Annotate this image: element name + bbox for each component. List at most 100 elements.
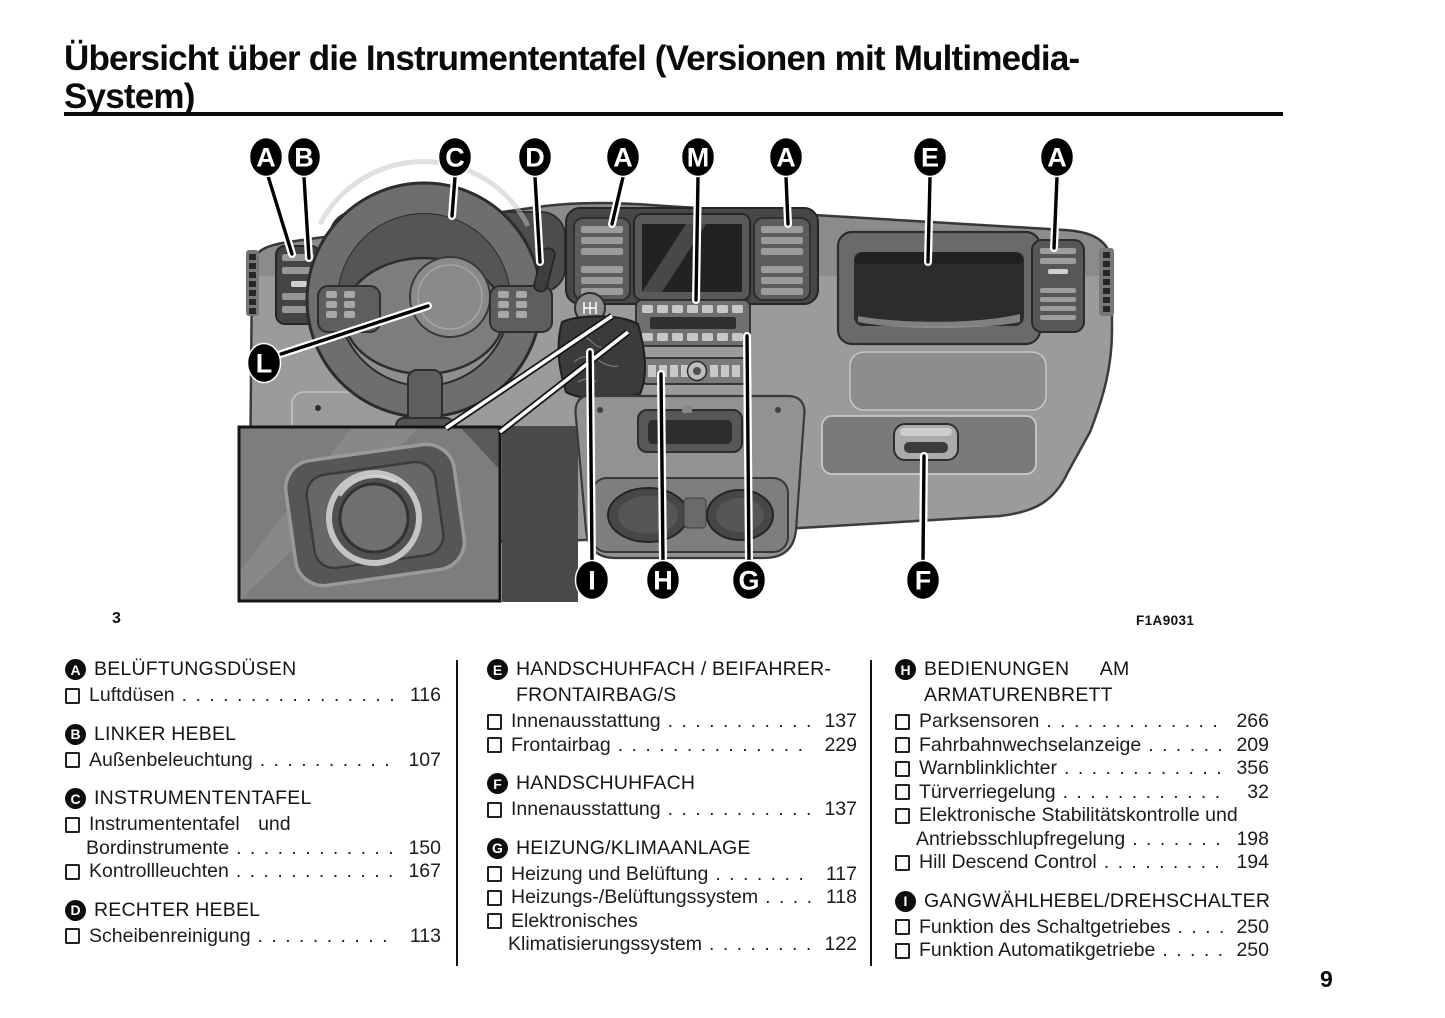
legend-item: Türverriegelung . . . . . . . . . . . . .…: [895, 781, 1269, 805]
item-label-cont: Klimatisierungssystem: [508, 933, 702, 955]
callout-leader: [659, 372, 665, 563]
title-underline: [64, 112, 1283, 116]
callout-letter: H: [653, 566, 673, 596]
callout-leader-lines: [264, 172, 1061, 565]
section-title-cont: ARMATURENBRETT: [924, 684, 1113, 706]
item-page-number: 137: [824, 710, 857, 732]
dot-leader: . . . . . . . . . . . . . . . . . . . . …: [667, 798, 811, 820]
legend-item: Instrumententafel und: [65, 813, 441, 837]
legend-item-continuation: Klimatisierungssystem . . . . . . . . . .…: [487, 933, 857, 957]
item-label: Elektronisches: [511, 909, 638, 932]
legend-item: Innenausstattung . . . . . . . . . . . . …: [487, 798, 857, 822]
callout-F-legend-badge: F: [487, 773, 508, 794]
item-bullet: [65, 687, 80, 704]
item-page-number: 209: [1236, 733, 1269, 756]
item-label: Fahrbahnwechselanzeige: [919, 733, 1142, 756]
dot-leader: . . . . . . . . . . . . . . . . . . . . …: [1148, 733, 1223, 756]
dot-leader: . . . . . . . . . . . . . . . . . . . . …: [765, 886, 811, 908]
left-edge-vent-strip: [246, 250, 259, 316]
item-label: Außenbeleuchtung: [89, 748, 253, 771]
item-page-number: 122: [824, 933, 857, 955]
callout-leader: [745, 334, 751, 563]
callout-H-legend-badge: H: [895, 659, 916, 680]
item-label: Heizungs-/Belüftungssystem: [511, 886, 759, 908]
item-label: Hill Descend Control: [919, 851, 1097, 873]
item-label: Elektronische Stabilitätskontrolle und: [919, 804, 1238, 826]
dashboard-recess: [849, 351, 1047, 411]
section-title: HANDSCHUHFACH: [516, 772, 696, 794]
section-title: GANGWÄHLHEBEL/DREHSCHALTER: [924, 889, 1271, 912]
item-bullet: [65, 816, 80, 833]
dot-leader: . . . . . . . . . . . . . . . . . . . . …: [715, 862, 811, 885]
storage-tray: [836, 230, 1042, 346]
callout-letter: E: [921, 143, 939, 173]
callout-leader: [784, 175, 790, 226]
item-label: Heizung und Belüftung: [511, 862, 709, 885]
section-title-cont: FRONTAIRBAG/S: [516, 684, 677, 706]
climate-control-panel: [635, 299, 751, 347]
callout-B-badge: B: [286, 136, 322, 178]
item-label: Frontairbag: [511, 733, 611, 756]
item-label: Kontrollleuchten: [89, 860, 229, 882]
callout-leader: [533, 175, 542, 264]
item-page-number: 32: [1247, 780, 1269, 803]
callout-leader: [302, 175, 311, 260]
dot-leader: . . . . . . . . . . . . . . . . . . . . …: [235, 860, 395, 882]
item-label: Innenausstattung: [511, 798, 661, 820]
callout-leader: [926, 175, 932, 264]
item-label-cont: Bordinstrumente: [86, 836, 230, 859]
section-title: BELÜFTUNGSDÜSEN: [94, 658, 297, 680]
item-bullet: [487, 713, 502, 730]
item-label: Parksensoren: [919, 710, 1040, 732]
callout-D-legend-badge: D: [65, 899, 86, 921]
legend-item: Außenbeleuchtung. . . . . . . . . . . . …: [65, 749, 441, 773]
right-stalk: [533, 247, 556, 293]
legend-item: Kontrollleuchten . . . . . . . . . . . . …: [65, 860, 441, 884]
callout-B-legend-badge: B: [65, 723, 86, 745]
callout-letter: L: [256, 349, 273, 379]
legend-item: Hill Descend Control. . . . . . . . . . …: [895, 851, 1269, 875]
dot-leader: . . . . . . . . . . . . . . . . . . . . …: [257, 924, 395, 947]
callout-leader: [279, 304, 430, 356]
item-page-number: 116: [409, 684, 441, 706]
item-label: Türverriegelung: [919, 780, 1056, 803]
callout-M-badge: M: [680, 136, 716, 178]
item-bullet: [487, 866, 502, 883]
legend-item: Funktion Automatikgetriebe. . . . . . . …: [895, 939, 1269, 963]
callout-letter: A: [1047, 143, 1067, 173]
dot-leader: . . . . . . . . . . . . . . . . . . . . …: [1046, 710, 1223, 732]
item-bullet: [65, 863, 80, 880]
inset-wedge-lines: [444, 313, 631, 435]
legend-item: Innenausstattung. . . . . . . . . . . . …: [487, 710, 857, 734]
legend-item-continuation: Bordinstrumente. . . . . . . . . . . . .…: [65, 837, 441, 861]
callout-letter: A: [776, 143, 796, 173]
ignition-inset: [237, 425, 502, 603]
item-label: Warnblinklichter: [919, 757, 1057, 779]
callout-E-badge: E: [912, 136, 948, 178]
section-title: HANDSCHUHFACH / BEIFAHRER-: [516, 658, 832, 680]
callout-letter: A: [613, 143, 633, 173]
callout-letter: D: [525, 143, 545, 173]
figure-number: 3: [112, 610, 121, 627]
legend-item: Luftdüsen. . . . . . . . . . . . . . . .…: [65, 684, 441, 708]
item-page-number: 107: [408, 748, 441, 771]
legend-item: Warnblinklichter. . . . . . . . . . . . …: [895, 757, 1269, 781]
callout-G-badge: G: [731, 559, 767, 601]
callout-letter: A: [256, 143, 276, 173]
multimedia-screen: [633, 213, 751, 301]
item-page-number: 113: [409, 924, 441, 947]
item-bullet: [65, 928, 80, 945]
dot-leader: . . . . . . . . . . . . . . . . . . . . …: [708, 933, 811, 955]
callout-letter: I: [588, 566, 596, 596]
dot-leader: . . . . . . . . . . . . . . . . . . . . …: [1062, 780, 1223, 803]
